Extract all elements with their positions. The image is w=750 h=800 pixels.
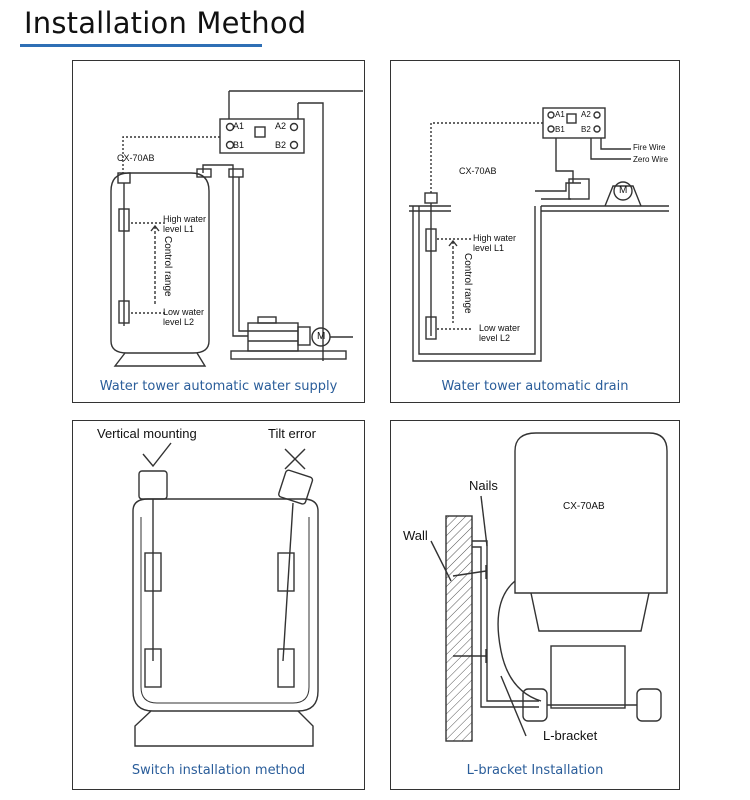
l-bracket-label: L-bracket — [543, 728, 598, 743]
terminal-a1: A1 — [555, 110, 565, 119]
high-level-line1: High water — [473, 233, 517, 243]
caption-switch-installation: Switch installation method — [131, 763, 306, 778]
control-range-label: Control range — [162, 236, 173, 297]
device-label: CX-70AB — [563, 501, 605, 512]
high-level-line2: level L1 — [473, 243, 505, 253]
caption-water-drain: Water tower automatic drain — [441, 379, 629, 394]
motor-label: M — [619, 185, 628, 196]
terminal-b1: B1 — [555, 125, 565, 134]
device-label: CX-70AB — [459, 166, 497, 176]
terminal-b2: B2 — [581, 125, 591, 134]
l-bracket-diagram — [430, 432, 668, 742]
water-supply-diagram — [110, 90, 363, 367]
panel-switch-installation: Vertical mounting Tilt error Switch inst… — [72, 420, 365, 790]
wall-label: Wall — [403, 528, 428, 543]
page-title: Installation Method — [24, 6, 307, 40]
nails-label: Nails — [469, 478, 498, 493]
caption-l-bracket: L-bracket Installation — [466, 763, 604, 778]
panel-water-drain: A1 A2 B1 B2 Fire Wire Zero Wire CX-70AB … — [390, 60, 680, 403]
low-level-line2: level L2 — [163, 317, 195, 327]
fire-wire-label: Fire Wire — [633, 143, 666, 152]
switch-installation-diagram — [132, 442, 319, 747]
high-level-line1: High water — [163, 214, 207, 224]
low-level-line1: Low water — [163, 307, 205, 317]
water-drain-diagram — [409, 107, 669, 362]
panel-l-bracket: CX-70AB Nails Wall L-bracket L-bracket I… — [390, 420, 680, 790]
terminal-b2: B2 — [275, 140, 287, 150]
zero-wire-label: Zero Wire — [633, 155, 669, 164]
terminal-a2: A2 — [581, 110, 591, 119]
terminal-b1: B1 — [233, 140, 245, 150]
high-level-line2: level L1 — [163, 224, 195, 234]
panel-water-supply: A1 A2 B1 B2 CX-70AB High water level L1 … — [72, 60, 365, 403]
terminal-a2: A2 — [275, 121, 287, 131]
title-underline — [20, 44, 262, 47]
caption-water-supply: Water tower automatic water supply — [99, 379, 338, 394]
tilt-error-label: Tilt error — [268, 426, 316, 441]
motor-label: M — [317, 331, 326, 342]
low-level-line1: Low water — [479, 323, 521, 333]
device-label: CX-70AB — [117, 153, 155, 163]
terminal-a1: A1 — [233, 121, 245, 131]
vertical-mounting-label: Vertical mounting — [97, 426, 197, 441]
low-level-line2: level L2 — [479, 333, 511, 343]
control-range-label: Control range — [462, 253, 473, 314]
